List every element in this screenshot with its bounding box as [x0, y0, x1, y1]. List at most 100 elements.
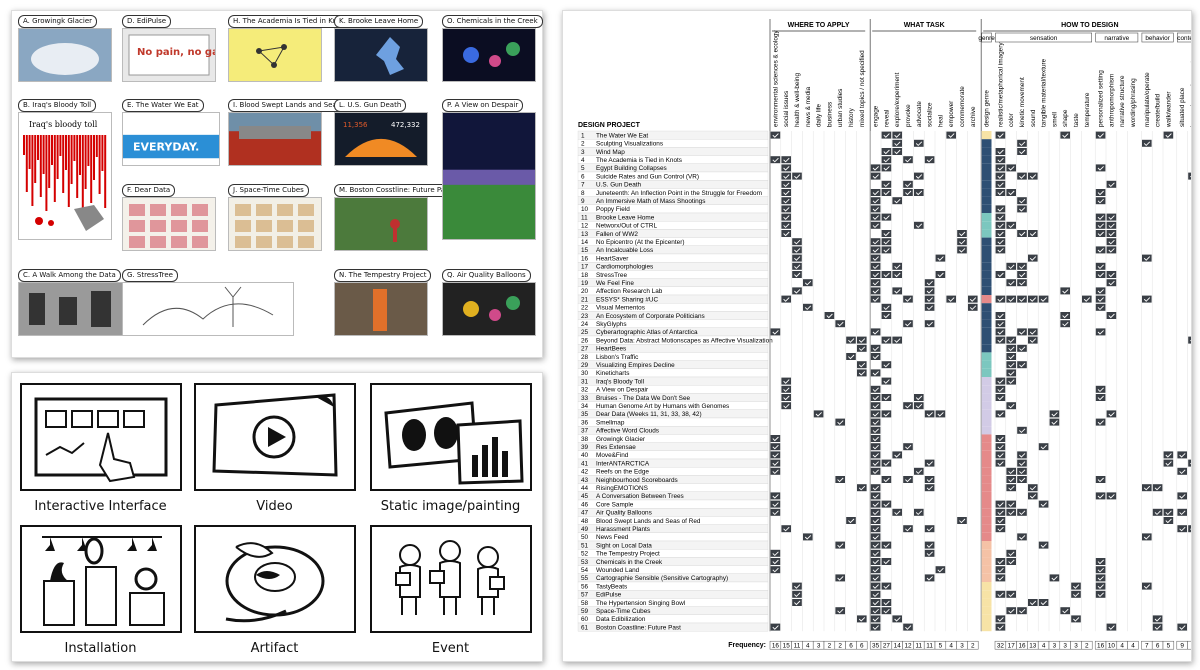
- check-mark: [783, 207, 790, 212]
- check-cell: [995, 508, 1006, 516]
- project-number: 13: [581, 231, 589, 238]
- check-mark: [915, 223, 923, 229]
- check-mark: [1019, 428, 1026, 434]
- project-name: We Feel Fine: [596, 280, 634, 287]
- check-mark: [783, 223, 790, 229]
- project-number: 15: [581, 247, 589, 254]
- check-cell: [995, 213, 1006, 221]
- check-mark: [772, 461, 779, 466]
- check-mark: [783, 403, 790, 409]
- project-name: An Ecosystem of Corporate Politicians: [596, 313, 705, 320]
- check-mark: [915, 510, 923, 516]
- column-label: engage: [873, 105, 880, 127]
- check-cell: [870, 435, 881, 442]
- check-cell: [995, 328, 1006, 336]
- check-cell: [1028, 230, 1038, 237]
- check-cell: [792, 172, 802, 180]
- check-mark: [905, 182, 912, 188]
- check-mark: [1019, 469, 1026, 475]
- check-mark: [872, 239, 879, 245]
- thumbnail-label: F. Dear Data: [122, 184, 176, 197]
- frequency-cell: [1162, 640, 1175, 650]
- check-cell: [995, 320, 1006, 328]
- check-mark: [969, 305, 977, 311]
- thumbnail-label: B. Iraq's Bloody Toll: [18, 99, 97, 112]
- project-name: Neighbourhood Scoreboards: [596, 477, 678, 484]
- check-mark: [858, 338, 866, 343]
- check-mark: [772, 436, 779, 442]
- check-mark: [1008, 354, 1015, 360]
- check-cell: [1017, 533, 1027, 541]
- check-cell: [781, 164, 791, 172]
- check-cell: [846, 517, 856, 524]
- check-mark: [1143, 141, 1151, 147]
- check-cell: [995, 312, 1006, 319]
- check-mark: [926, 321, 933, 327]
- project-name: Harassment Plants: [596, 526, 650, 533]
- check-mark: [997, 330, 1004, 335]
- check-mark: [883, 313, 890, 319]
- check-cell: [870, 197, 881, 205]
- check-mark: [1019, 231, 1026, 237]
- genre-cell: [981, 426, 992, 435]
- check-cell: [870, 238, 881, 246]
- project-number: 59: [581, 608, 589, 615]
- check-cell: [995, 558, 1006, 565]
- column-label: create/build: [1155, 94, 1162, 127]
- check-mark: [1108, 412, 1115, 417]
- frequency-value: 35: [872, 643, 880, 650]
- genre-cell: [981, 327, 992, 336]
- check-cell: [1049, 418, 1060, 426]
- check-mark: [926, 305, 933, 311]
- check-cell: [1006, 353, 1016, 360]
- project-number: 45: [581, 493, 589, 500]
- check-mark: [883, 461, 890, 466]
- check-cell: [1152, 623, 1163, 631]
- check-mark: [959, 518, 966, 524]
- check-cell: [881, 377, 892, 385]
- check-mark: [1097, 494, 1104, 499]
- check-cell: [881, 361, 892, 369]
- check-cell: [903, 295, 913, 303]
- project-name: Move&Find: [596, 452, 629, 459]
- check-mark: [872, 526, 879, 532]
- check-mark: [1019, 608, 1026, 614]
- check-cell: [924, 476, 935, 483]
- check-cell: [1017, 139, 1027, 147]
- check-cell: [957, 246, 967, 254]
- check-mark: [1108, 494, 1115, 499]
- project-name: News Feed: [596, 534, 629, 541]
- check-cell: [870, 262, 881, 270]
- check-mark: [1097, 231, 1104, 237]
- check-mark: [959, 239, 966, 245]
- check-cell: [870, 369, 881, 377]
- check-cell: [770, 623, 781, 631]
- check-mark: [926, 543, 933, 548]
- check-mark: [872, 371, 879, 376]
- column-label: history: [848, 107, 855, 127]
- check-mark: [872, 551, 879, 557]
- project-number: 47: [581, 510, 589, 517]
- check-cell: [892, 508, 902, 516]
- check-cell: [1188, 459, 1191, 467]
- check-cell: [1006, 402, 1016, 410]
- check-mark: [1019, 264, 1026, 270]
- check-cell: [1095, 418, 1106, 426]
- check-mark: [997, 215, 1004, 220]
- project-name: Affection Research Lab: [596, 288, 663, 295]
- check-cell: [870, 590, 881, 598]
- check-cell: [995, 443, 1006, 451]
- genre-cell: [981, 516, 992, 525]
- check-cell: [1095, 590, 1106, 598]
- check-mark: [872, 280, 879, 286]
- check-mark: [772, 494, 779, 499]
- project-number: 14: [581, 239, 589, 246]
- check-mark: [894, 510, 901, 516]
- check-cell: [870, 623, 881, 631]
- genre-cell: [981, 352, 992, 361]
- check-cell: [1177, 467, 1187, 475]
- check-mark: [872, 248, 879, 253]
- check-mark: [1029, 297, 1037, 302]
- check-cell: [792, 262, 802, 270]
